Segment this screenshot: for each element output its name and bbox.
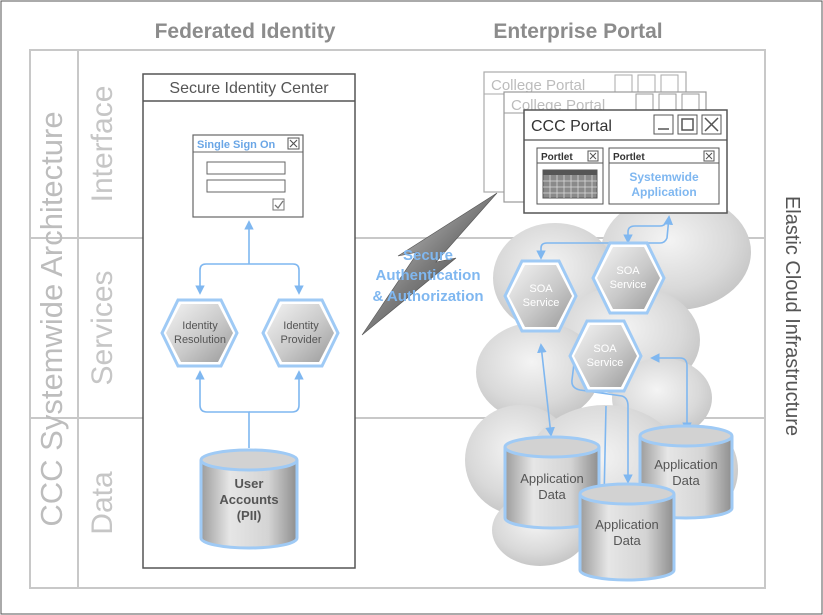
layer-label-interface: Interface <box>86 86 119 203</box>
portlet-2: Portlet Systemwide Application <box>608 147 720 205</box>
identity-resolution-line2: Resolution <box>174 334 226 346</box>
app-data-a-line1: Application <box>520 471 584 486</box>
sso-password-field[interactable] <box>206 179 286 193</box>
soa-c-line1: SOA <box>593 343 617 355</box>
ccc-portal-title: CCC Portal <box>531 118 612 135</box>
identity-resolution-node: Identity Resolution <box>160 298 239 368</box>
app-text-line2: Application <box>631 185 696 199</box>
identity-provider-line2: Provider <box>281 334 322 346</box>
app-data-c-line2: Data <box>672 473 700 488</box>
connector-label-line3: & Authorization <box>372 288 483 305</box>
connector-label-line2: Authentication <box>376 267 481 284</box>
portlet-1-close-icon[interactable] <box>587 150 599 162</box>
identity-provider-line1: Identity <box>283 320 319 332</box>
soa-a-line2: Service <box>523 297 560 309</box>
app-text-line1: Systemwide <box>629 170 699 184</box>
user-accounts-line3: (PII) <box>237 508 262 523</box>
application-data-db-b: Application Data <box>578 482 676 582</box>
vertical-title: CCC Systemwide Architecture <box>34 111 69 526</box>
app-data-b-line2: Data <box>613 533 641 548</box>
app-data-b-line1: Application <box>595 517 659 532</box>
app-data-c-line1: Application <box>654 457 718 472</box>
connector-label: Secure Authentication & Authorization <box>372 247 483 305</box>
soa-b-line1: SOA <box>616 265 640 277</box>
identity-center-title: Secure Identity Center <box>169 80 329 97</box>
app-data-a-line2: Data <box>538 487 566 502</box>
soa-service-node-b: SOA Service <box>591 241 666 315</box>
user-accounts-line1: User <box>235 476 264 491</box>
identity-resolution-line1: Identity <box>182 320 218 332</box>
identity-provider-node: Identity Provider <box>261 298 340 368</box>
sso-window: Single Sign On <box>192 134 304 218</box>
ccc-portal-window: CCC Portal Portlet <box>523 109 728 214</box>
soa-b-line2: Service <box>610 279 647 291</box>
identity-connectors <box>195 220 304 448</box>
sso-checkbox-icon[interactable] <box>272 198 285 211</box>
calendar-grid-icon <box>542 169 598 199</box>
layer-label-data: Data <box>86 471 119 535</box>
sso-username-field[interactable] <box>206 161 286 175</box>
sso-title: Single Sign On <box>197 139 276 151</box>
minimize-icon[interactable] <box>653 114 674 135</box>
user-accounts-line2: Accounts <box>219 492 278 507</box>
column-header-enterprise: Enterprise Portal <box>493 20 662 43</box>
right-label: Elastic Cloud Infrastructure <box>781 196 803 436</box>
application-data-db-a: Application Data <box>503 435 601 530</box>
close-icon[interactable] <box>701 114 722 135</box>
portlet-1: Portlet <box>536 147 604 205</box>
maximize-icon[interactable] <box>677 114 698 135</box>
portlet-2-close-icon[interactable] <box>703 150 715 162</box>
soa-c-line2: Service <box>587 357 624 369</box>
layer-label-services: Services <box>86 270 119 385</box>
portlet-2-title: Portlet <box>613 152 645 163</box>
college-portal-title-1: College Portal <box>491 77 585 94</box>
sso-close-icon[interactable] <box>287 137 300 150</box>
connector-label-line1: Secure <box>403 247 453 264</box>
column-header-federated: Federated Identity <box>155 20 336 43</box>
portlet-1-title: Portlet <box>541 152 573 163</box>
soa-service-node-c: SOA Service <box>568 319 643 393</box>
soa-service-node-a: SOA Service <box>503 259 578 333</box>
lightning-bolt-icon <box>361 192 498 336</box>
soa-a-line1: SOA <box>529 283 553 295</box>
user-accounts-db: User Accounts (PII) <box>199 448 299 550</box>
